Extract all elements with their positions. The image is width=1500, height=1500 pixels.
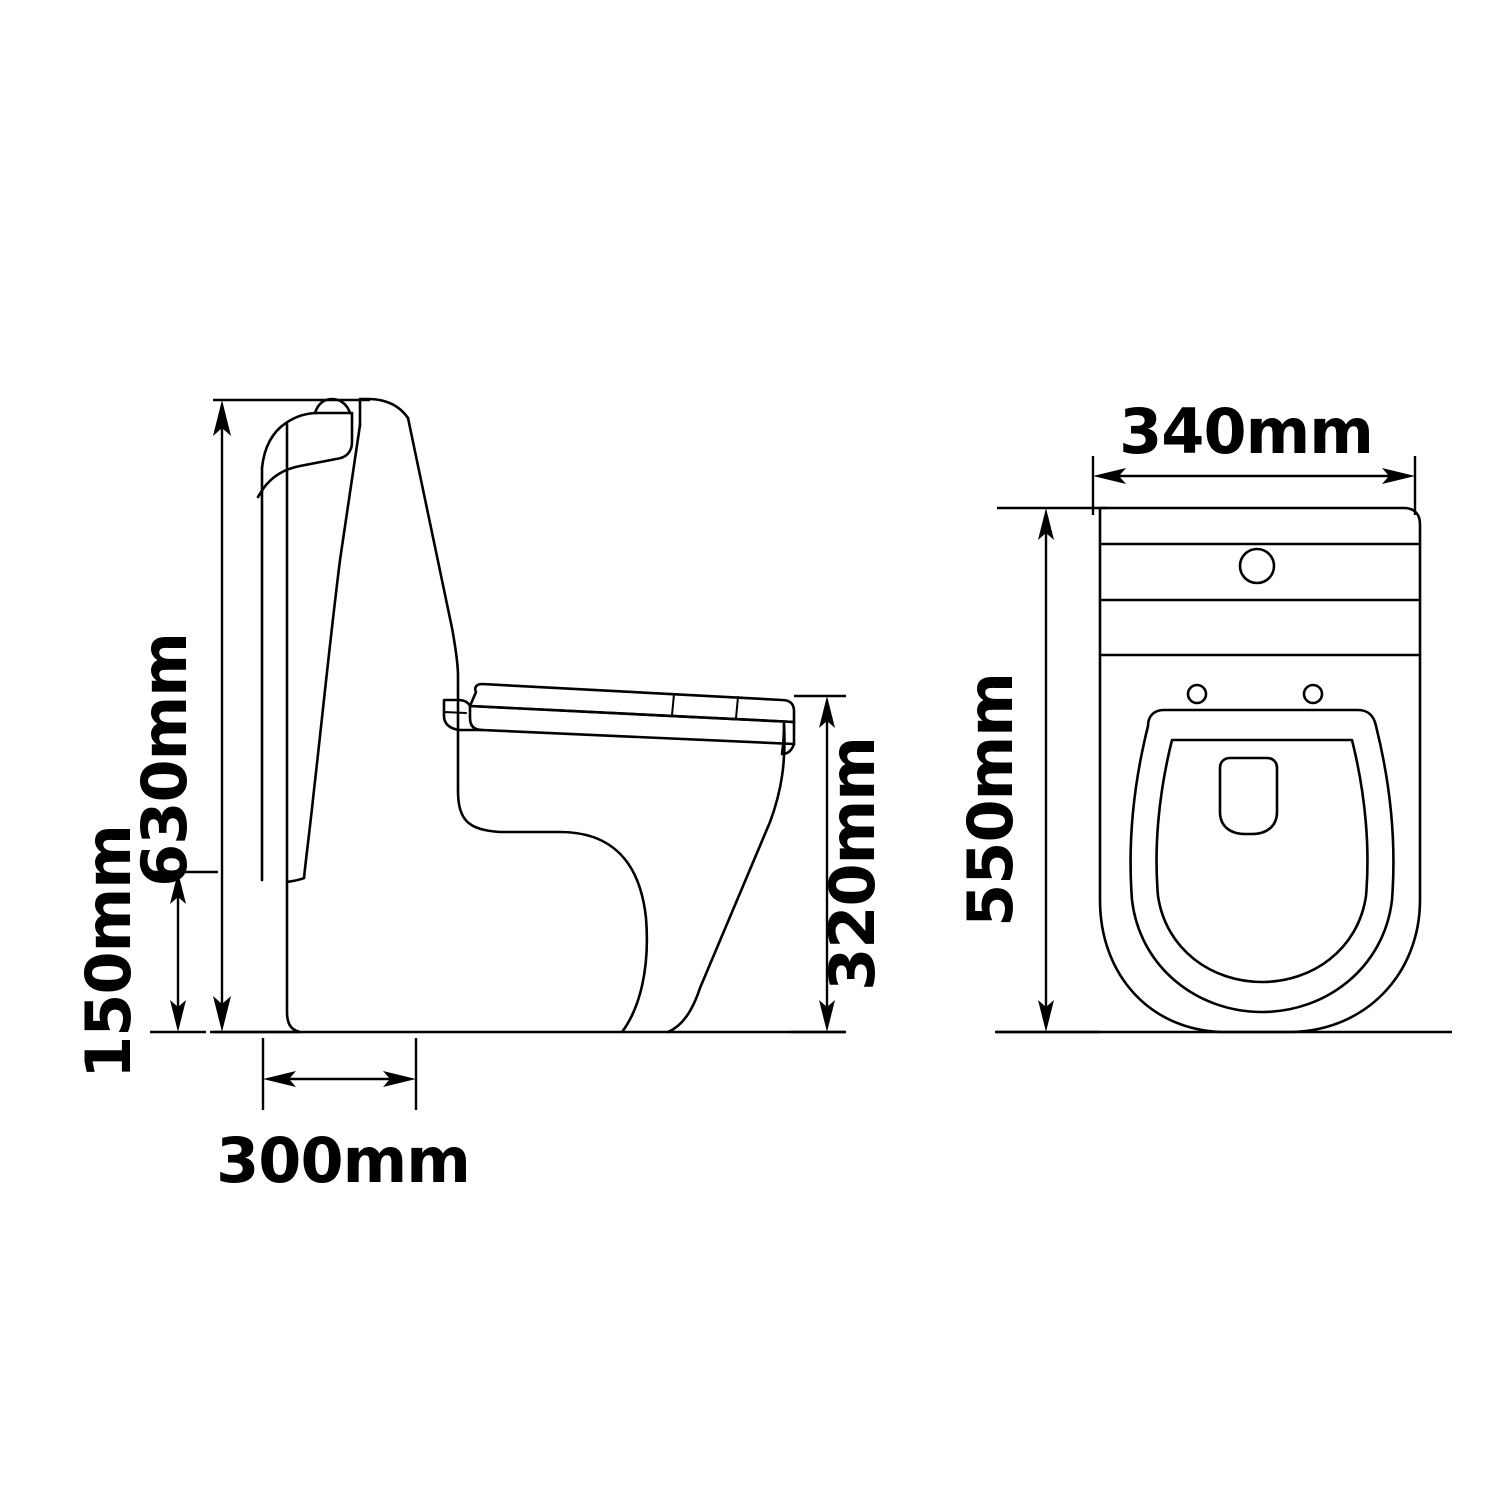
seat-bolt-hole-right-icon bbox=[1302, 683, 1324, 705]
seat-ring-outline bbox=[1129, 708, 1395, 1014]
dim-label-300: 300mm bbox=[216, 1124, 470, 1197]
dim-label-630: 630mm bbox=[128, 633, 201, 887]
toilet-top-silhouette bbox=[358, 397, 410, 420]
side-view-dimensions: 630mm 150mm 320mm 300mm bbox=[72, 398, 889, 1197]
arrow-150-up bbox=[170, 872, 186, 904]
plan-view bbox=[995, 506, 1452, 1034]
tank-lid-top bbox=[256, 411, 354, 499]
dim-label-320: 320mm bbox=[816, 737, 889, 991]
arrow-550-up bbox=[1038, 508, 1054, 540]
toilet-outer-outline-plan bbox=[1098, 506, 1422, 1034]
seat-front-lip bbox=[442, 698, 484, 732]
arrow-300-right bbox=[383, 1071, 416, 1087]
tank-right-profile bbox=[406, 416, 460, 692]
toilet-seat-side bbox=[468, 704, 796, 746]
toilet-lid-side bbox=[468, 682, 796, 724]
bowl-opening-outline bbox=[1218, 756, 1279, 836]
pedestal-left-edge bbox=[285, 880, 302, 1034]
dim-label-340: 340mm bbox=[1119, 395, 1373, 468]
arrow-320-up bbox=[819, 696, 835, 728]
seat-hinge-notch bbox=[443, 711, 467, 714]
side-elevation-view bbox=[210, 397, 845, 1034]
seat-bolt-hole-left-icon bbox=[1186, 683, 1208, 705]
tank-back-contour bbox=[260, 411, 354, 470]
arrow-340-left bbox=[1093, 468, 1126, 484]
arrow-340-right bbox=[1382, 468, 1415, 484]
arrow-150-down bbox=[170, 1000, 186, 1032]
arrow-630-down bbox=[213, 996, 231, 1032]
bowl-inner-rim bbox=[1155, 738, 1369, 984]
lid-seam-line-2 bbox=[735, 696, 739, 719]
plan-view-dimensions: 340mm 550mm bbox=[954, 395, 1417, 1034]
lid-seam-line-1 bbox=[671, 693, 675, 716]
bowl-front-skirt bbox=[666, 722, 786, 1034]
dim-label-150: 150mm bbox=[72, 825, 145, 1079]
dim-label-550: 550mm bbox=[954, 673, 1027, 927]
arrow-550-down bbox=[1038, 1000, 1054, 1032]
arrow-300-left bbox=[263, 1071, 296, 1087]
tank-front-edge bbox=[302, 423, 362, 880]
seat-to-skirt-connector bbox=[780, 722, 796, 756]
flush-button-hole-icon bbox=[1238, 547, 1276, 585]
bowl-underside-curve bbox=[456, 688, 649, 1034]
arrow-320-down bbox=[819, 1000, 835, 1032]
arrow-630-up bbox=[213, 400, 231, 436]
pedestal-left-joint bbox=[285, 876, 306, 884]
